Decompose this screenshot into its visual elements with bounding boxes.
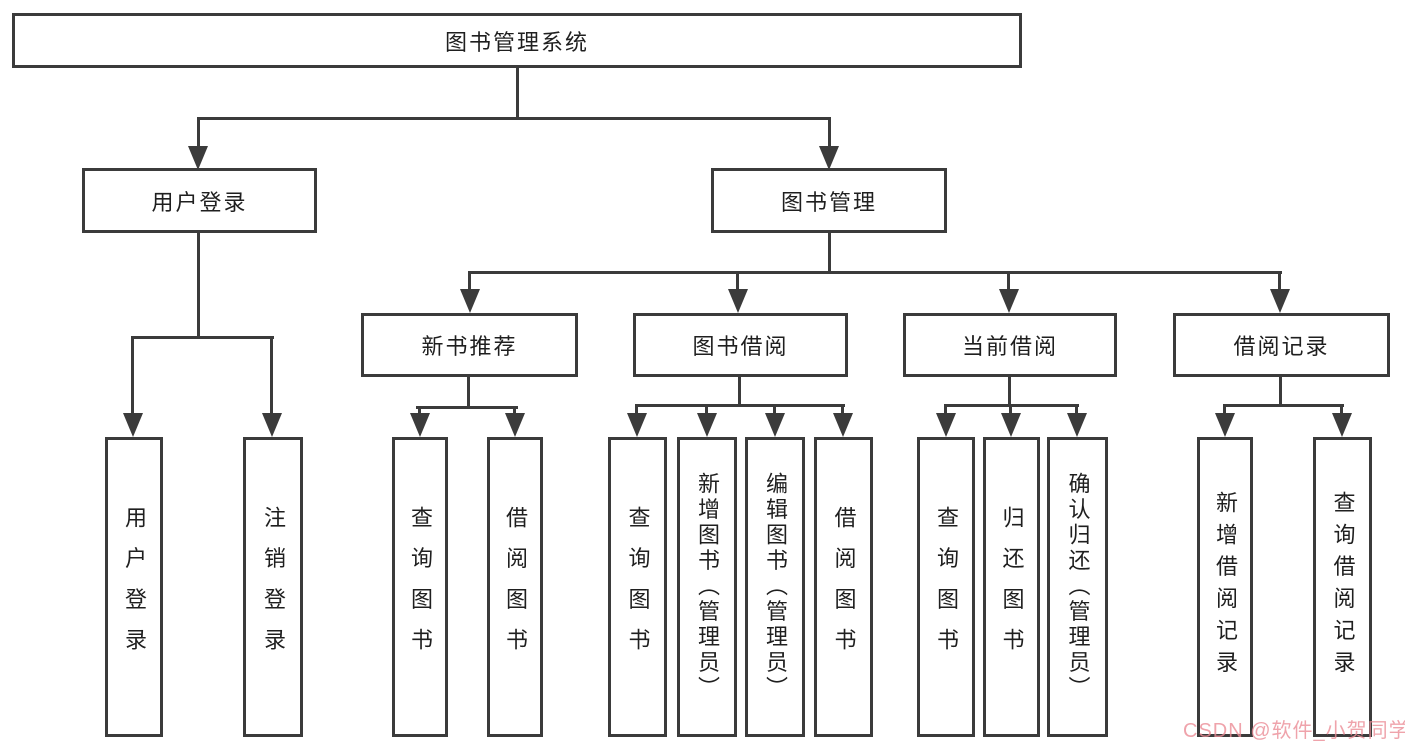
arrow-down-icon (999, 289, 1019, 313)
connector-line (270, 336, 273, 414)
node-library-management-system: 图书管理系统 (12, 13, 1022, 68)
arrow-down-icon (728, 289, 748, 313)
arrow-down-icon (765, 413, 785, 437)
node-label: 图书管理 (780, 189, 877, 215)
connector-line (944, 404, 947, 415)
leaf-label: 借阅图书 (831, 505, 857, 669)
connector-line (736, 271, 739, 291)
connector-line (1340, 404, 1343, 415)
connector-line (1223, 404, 1226, 415)
arrow-down-icon (1270, 289, 1290, 313)
leaf-user-login: 用户登录 (105, 437, 163, 737)
arrow-down-icon (1067, 413, 1087, 437)
connector-line (773, 404, 776, 415)
arrow-down-icon (1332, 413, 1352, 437)
connector-line (635, 404, 845, 407)
node-label: 图书借阅 (692, 334, 789, 359)
node-user-login: 用户登录 (82, 168, 317, 233)
connector-line (197, 117, 831, 120)
leaf-label: 新增图书（管理员） (695, 472, 720, 702)
node-label: 用户登录 (151, 189, 248, 215)
leaf-edit-books-admin: 编辑图书（管理员） (745, 437, 805, 737)
node-new-book-recommendation: 新书推荐 (361, 313, 578, 377)
node-book-borrowing: 图书借阅 (633, 313, 848, 377)
connector-line (197, 233, 200, 338)
leaf-label: 查询图书 (408, 505, 433, 669)
node-label: 图书管理系统 (444, 29, 589, 55)
node-label: 借阅记录 (1233, 334, 1330, 359)
leaf-confirm-return-admin: 确认归还（管理员） (1047, 437, 1108, 737)
connector-line (131, 336, 134, 414)
connector-line (1009, 404, 1012, 415)
arrow-down-icon (627, 413, 647, 437)
leaf-label: 编辑图书（管理员） (763, 472, 788, 702)
node-label: 新书推荐 (421, 334, 518, 359)
leaf-label: 确认归还（管理员） (1065, 472, 1091, 702)
leaf-add-books-admin: 新增图书（管理员） (677, 437, 737, 737)
connector-line (467, 377, 470, 408)
node-book-management: 图书管理 (711, 168, 947, 233)
connector-line (828, 233, 831, 273)
arrow-down-icon (188, 146, 208, 170)
leaf-label: 查询借阅记录 (1330, 491, 1356, 683)
leaf-query-books: 查询图书 (608, 437, 667, 737)
connector-line (705, 404, 708, 415)
arrow-down-icon (505, 413, 525, 437)
leaf-query-borrow-record: 查询借阅记录 (1313, 437, 1372, 737)
connector-line (828, 117, 831, 147)
connector-line (513, 406, 516, 415)
connector-line (635, 404, 638, 415)
arrow-down-icon (123, 413, 143, 437)
leaf-label: 借阅图书 (503, 505, 528, 669)
connector-line (1278, 271, 1281, 291)
leaf-add-borrow-record: 新增借阅记录 (1197, 437, 1253, 737)
leaf-label: 新增借阅记录 (1213, 491, 1238, 683)
connector-line (1007, 271, 1010, 291)
arrow-down-icon (460, 289, 480, 313)
connector-line (468, 271, 1282, 274)
arrow-down-icon (697, 413, 717, 437)
connector-line (738, 377, 741, 406)
connector-line (1008, 377, 1011, 406)
leaf-label: 查询图书 (625, 505, 651, 669)
node-current-borrowing: 当前借阅 (903, 313, 1117, 377)
arrow-down-icon (262, 413, 282, 437)
connector-line (516, 66, 519, 119)
leaf-query-books: 查询图书 (917, 437, 975, 737)
arrow-down-icon (1001, 413, 1021, 437)
leaf-borrow-books: 借阅图书 (487, 437, 543, 737)
leaf-label: 查询图书 (934, 505, 959, 669)
connector-line (1075, 404, 1078, 415)
connector-line (416, 406, 518, 409)
connector-line (1223, 404, 1344, 407)
connector-line (418, 406, 421, 415)
leaf-borrow-books: 借阅图书 (814, 437, 873, 737)
connector-line (468, 271, 471, 291)
arrow-down-icon (410, 413, 430, 437)
node-borrowing-records: 借阅记录 (1173, 313, 1390, 377)
arrow-down-icon (936, 413, 956, 437)
connector-line (841, 404, 844, 415)
watermark: CSDN @软件_小贺同学 (1183, 720, 1405, 742)
leaf-logout: 注销登录 (243, 437, 303, 737)
arrow-down-icon (819, 146, 839, 170)
leaf-return-books: 归还图书 (983, 437, 1040, 737)
arrow-down-icon (833, 413, 853, 437)
arrow-down-icon (1215, 413, 1235, 437)
connector-line (1279, 377, 1282, 406)
leaf-label: 注销登录 (261, 505, 286, 669)
leaf-query-books: 查询图书 (392, 437, 448, 737)
leaf-label: 用户登录 (122, 505, 147, 669)
leaf-label: 归还图书 (999, 505, 1025, 669)
connector-line (131, 336, 274, 339)
node-label: 当前借阅 (961, 334, 1058, 359)
connector-line (197, 117, 200, 147)
